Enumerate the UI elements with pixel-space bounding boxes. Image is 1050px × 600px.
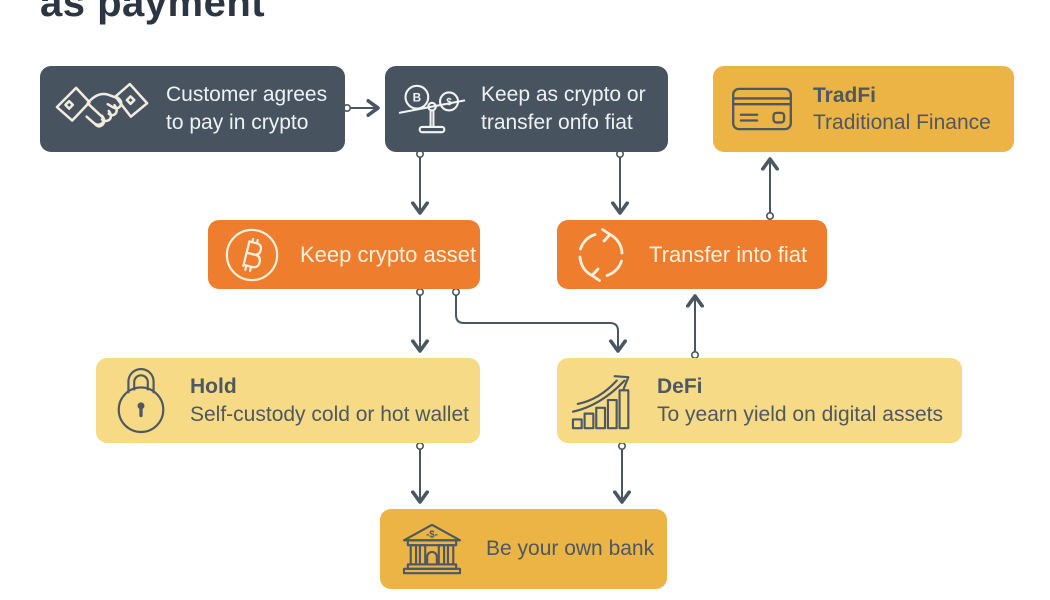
- svg-text:-$-: -$-: [426, 529, 438, 540]
- node-text: DeFi To yearn yield on digital assets: [657, 373, 943, 428]
- edge-origin-dot: [765, 212, 774, 221]
- node-title: DeFi: [657, 375, 703, 399]
- node-title: Hold: [190, 375, 237, 399]
- node-subtitle: To yearn yield on digital assets: [657, 402, 943, 426]
- node-text: TradFi Traditional Finance: [813, 82, 991, 137]
- node-label: Customer agrees to pay in crypto: [166, 83, 328, 134]
- node-label: Keep crypto asset: [300, 241, 477, 267]
- edge-origin-dot: [415, 287, 424, 296]
- cycle-arrows-icon: [573, 227, 629, 283]
- edge-origin-dot: [451, 287, 460, 296]
- node-customer-agrees: Customer agrees to pay in crypto: [40, 66, 345, 152]
- node-keep-crypto-asset: Keep crypto asset: [208, 220, 480, 289]
- node-title: TradFi: [813, 83, 877, 107]
- node-be-your-own-bank: -$- Be your own bank: [380, 509, 667, 589]
- node-label: Keep as crypto or transfer onfo fiat: [481, 83, 646, 134]
- edge-origin-dot: [415, 441, 424, 450]
- node-text: Hold Self-custody cold or hot wallet: [190, 373, 469, 428]
- node-transfer-into-fiat: Transfer into fiat: [557, 220, 827, 289]
- node-keep-or-transfer: B $ Keep as crypto or transfer onfo fiat: [385, 66, 668, 152]
- node-label: Be your own bank: [486, 537, 655, 561]
- credit-card-icon: [731, 85, 793, 133]
- handshake-icon: [54, 77, 150, 141]
- balance-scale-icon: B $: [397, 78, 467, 140]
- padlock-icon: [110, 367, 172, 435]
- node-tradfi: TradFi Traditional Finance: [713, 66, 1014, 152]
- growth-chart-icon: [571, 370, 639, 432]
- edge-origin-dot: [617, 441, 626, 450]
- bank-icon: -$-: [400, 520, 464, 578]
- svg-text:B: B: [413, 90, 422, 104]
- svg-text:$: $: [446, 97, 452, 108]
- node-label: Transfer into fiat: [649, 241, 808, 267]
- page-title: as payment: [40, 0, 266, 25]
- edge-keepcrypto-to-defi: [455, 293, 627, 353]
- bitcoin-icon: [224, 227, 280, 283]
- node-defi: DeFi To yearn yield on digital assets: [557, 358, 962, 443]
- node-subtitle: Traditional Finance: [813, 111, 991, 134]
- node-subtitle: Self-custody cold or hot wallet: [190, 402, 469, 426]
- node-hold: Hold Self-custody cold or hot wallet: [96, 358, 480, 443]
